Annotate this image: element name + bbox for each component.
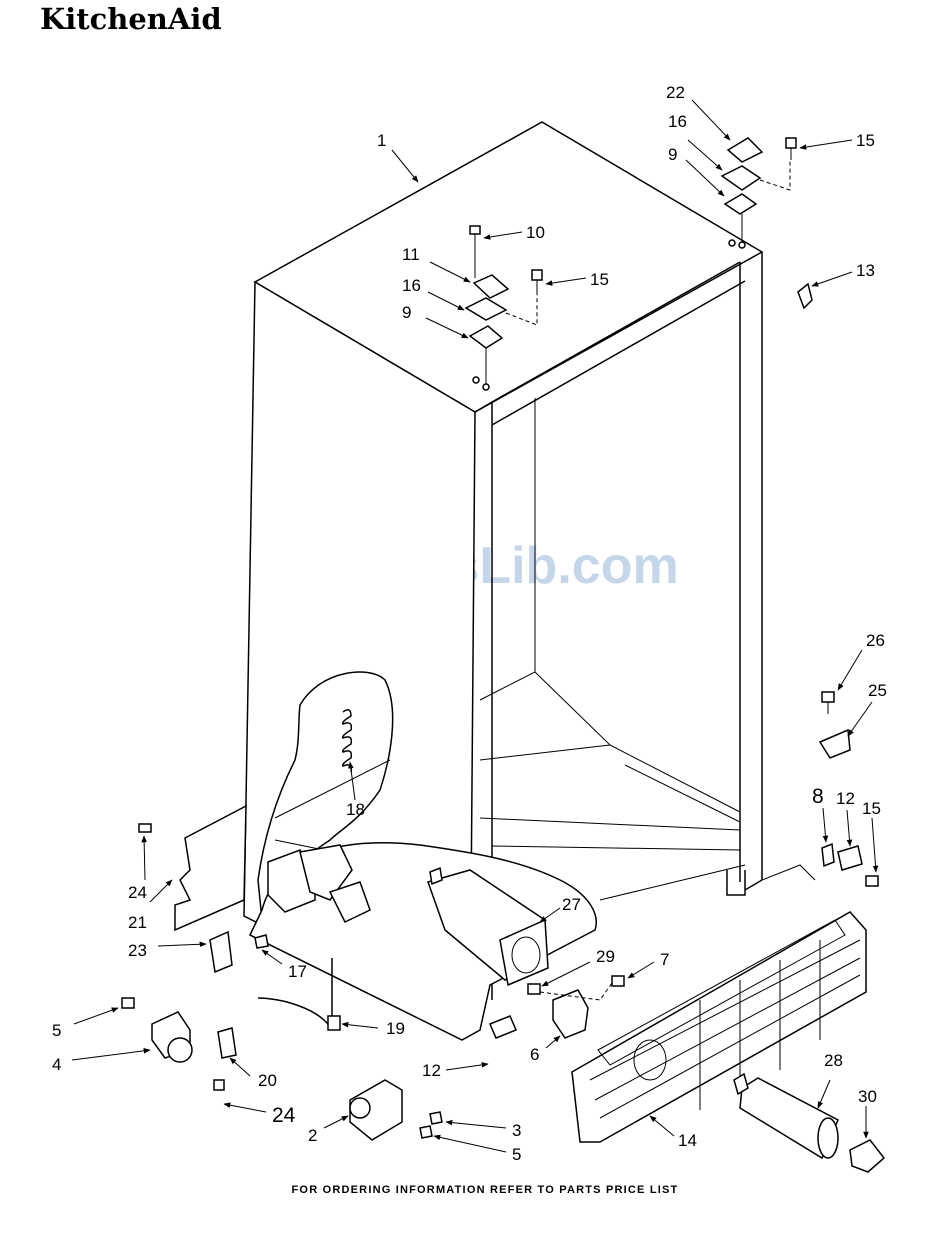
cap-30 (850, 1140, 884, 1172)
label-27: 27 (562, 895, 581, 914)
filter-28 (734, 1074, 838, 1158)
label-9-top: 9 (668, 145, 677, 164)
label-22: 22 (666, 83, 685, 102)
bracket-12-right (838, 846, 862, 870)
roller-2 (350, 1080, 442, 1140)
clip-23 (210, 932, 232, 972)
label-16-mid: 16 (402, 276, 421, 295)
label-25: 25 (868, 681, 887, 700)
label-8: 8 (812, 785, 824, 808)
label-19: 19 (386, 1019, 405, 1038)
label-10: 10 (526, 223, 545, 242)
label-18: 18 (346, 800, 365, 819)
label-6: 6 (530, 1045, 539, 1064)
top-right-hinge (722, 138, 796, 248)
label-21: 21 (128, 913, 147, 932)
label-5-left: 5 (52, 1021, 61, 1040)
label-15-mid: 15 (590, 270, 609, 289)
label-24-bottom: 24 (272, 1104, 296, 1127)
label-3: 3 (512, 1121, 521, 1140)
bracket-25 (820, 730, 850, 758)
label-17: 17 (288, 962, 307, 981)
label-9-mid: 9 (402, 303, 411, 322)
label-15-right: 15 (862, 799, 881, 818)
label-13: 13 (856, 261, 875, 280)
bracket-12-low (490, 1016, 516, 1038)
label-28: 28 (824, 1051, 843, 1070)
label-11: 11 (402, 245, 420, 264)
label-30: 30 (858, 1087, 877, 1106)
label-24-left: 24 (128, 883, 147, 902)
label-4: 4 (52, 1055, 61, 1074)
label-20: 20 (258, 1071, 277, 1090)
label-16-top: 16 (668, 112, 687, 131)
pin-13 (798, 284, 812, 308)
label-5-bottom: 5 (512, 1145, 521, 1164)
bracket-21 (175, 806, 246, 930)
label-1: 1 (377, 131, 386, 150)
clamp-20 (218, 1028, 236, 1058)
label-15-top: 15 (856, 131, 875, 150)
screw-17 (255, 935, 268, 948)
label-26: 26 (866, 631, 885, 650)
label-14: 14 (678, 1131, 697, 1150)
label-2: 2 (308, 1126, 317, 1145)
label-12-right: 12 (836, 789, 855, 808)
label-23: 23 (128, 941, 147, 960)
footer-note: FOR ORDERING INFORMATION REFER TO PARTS … (0, 1184, 950, 1196)
screw-24-top (139, 824, 151, 832)
label-12-low: 12 (422, 1061, 441, 1080)
label-7: 7 (660, 950, 669, 969)
label-29: 29 (596, 947, 615, 966)
grille-14 (572, 912, 866, 1142)
bracket-8 (822, 844, 834, 866)
cabinet (244, 122, 815, 1040)
